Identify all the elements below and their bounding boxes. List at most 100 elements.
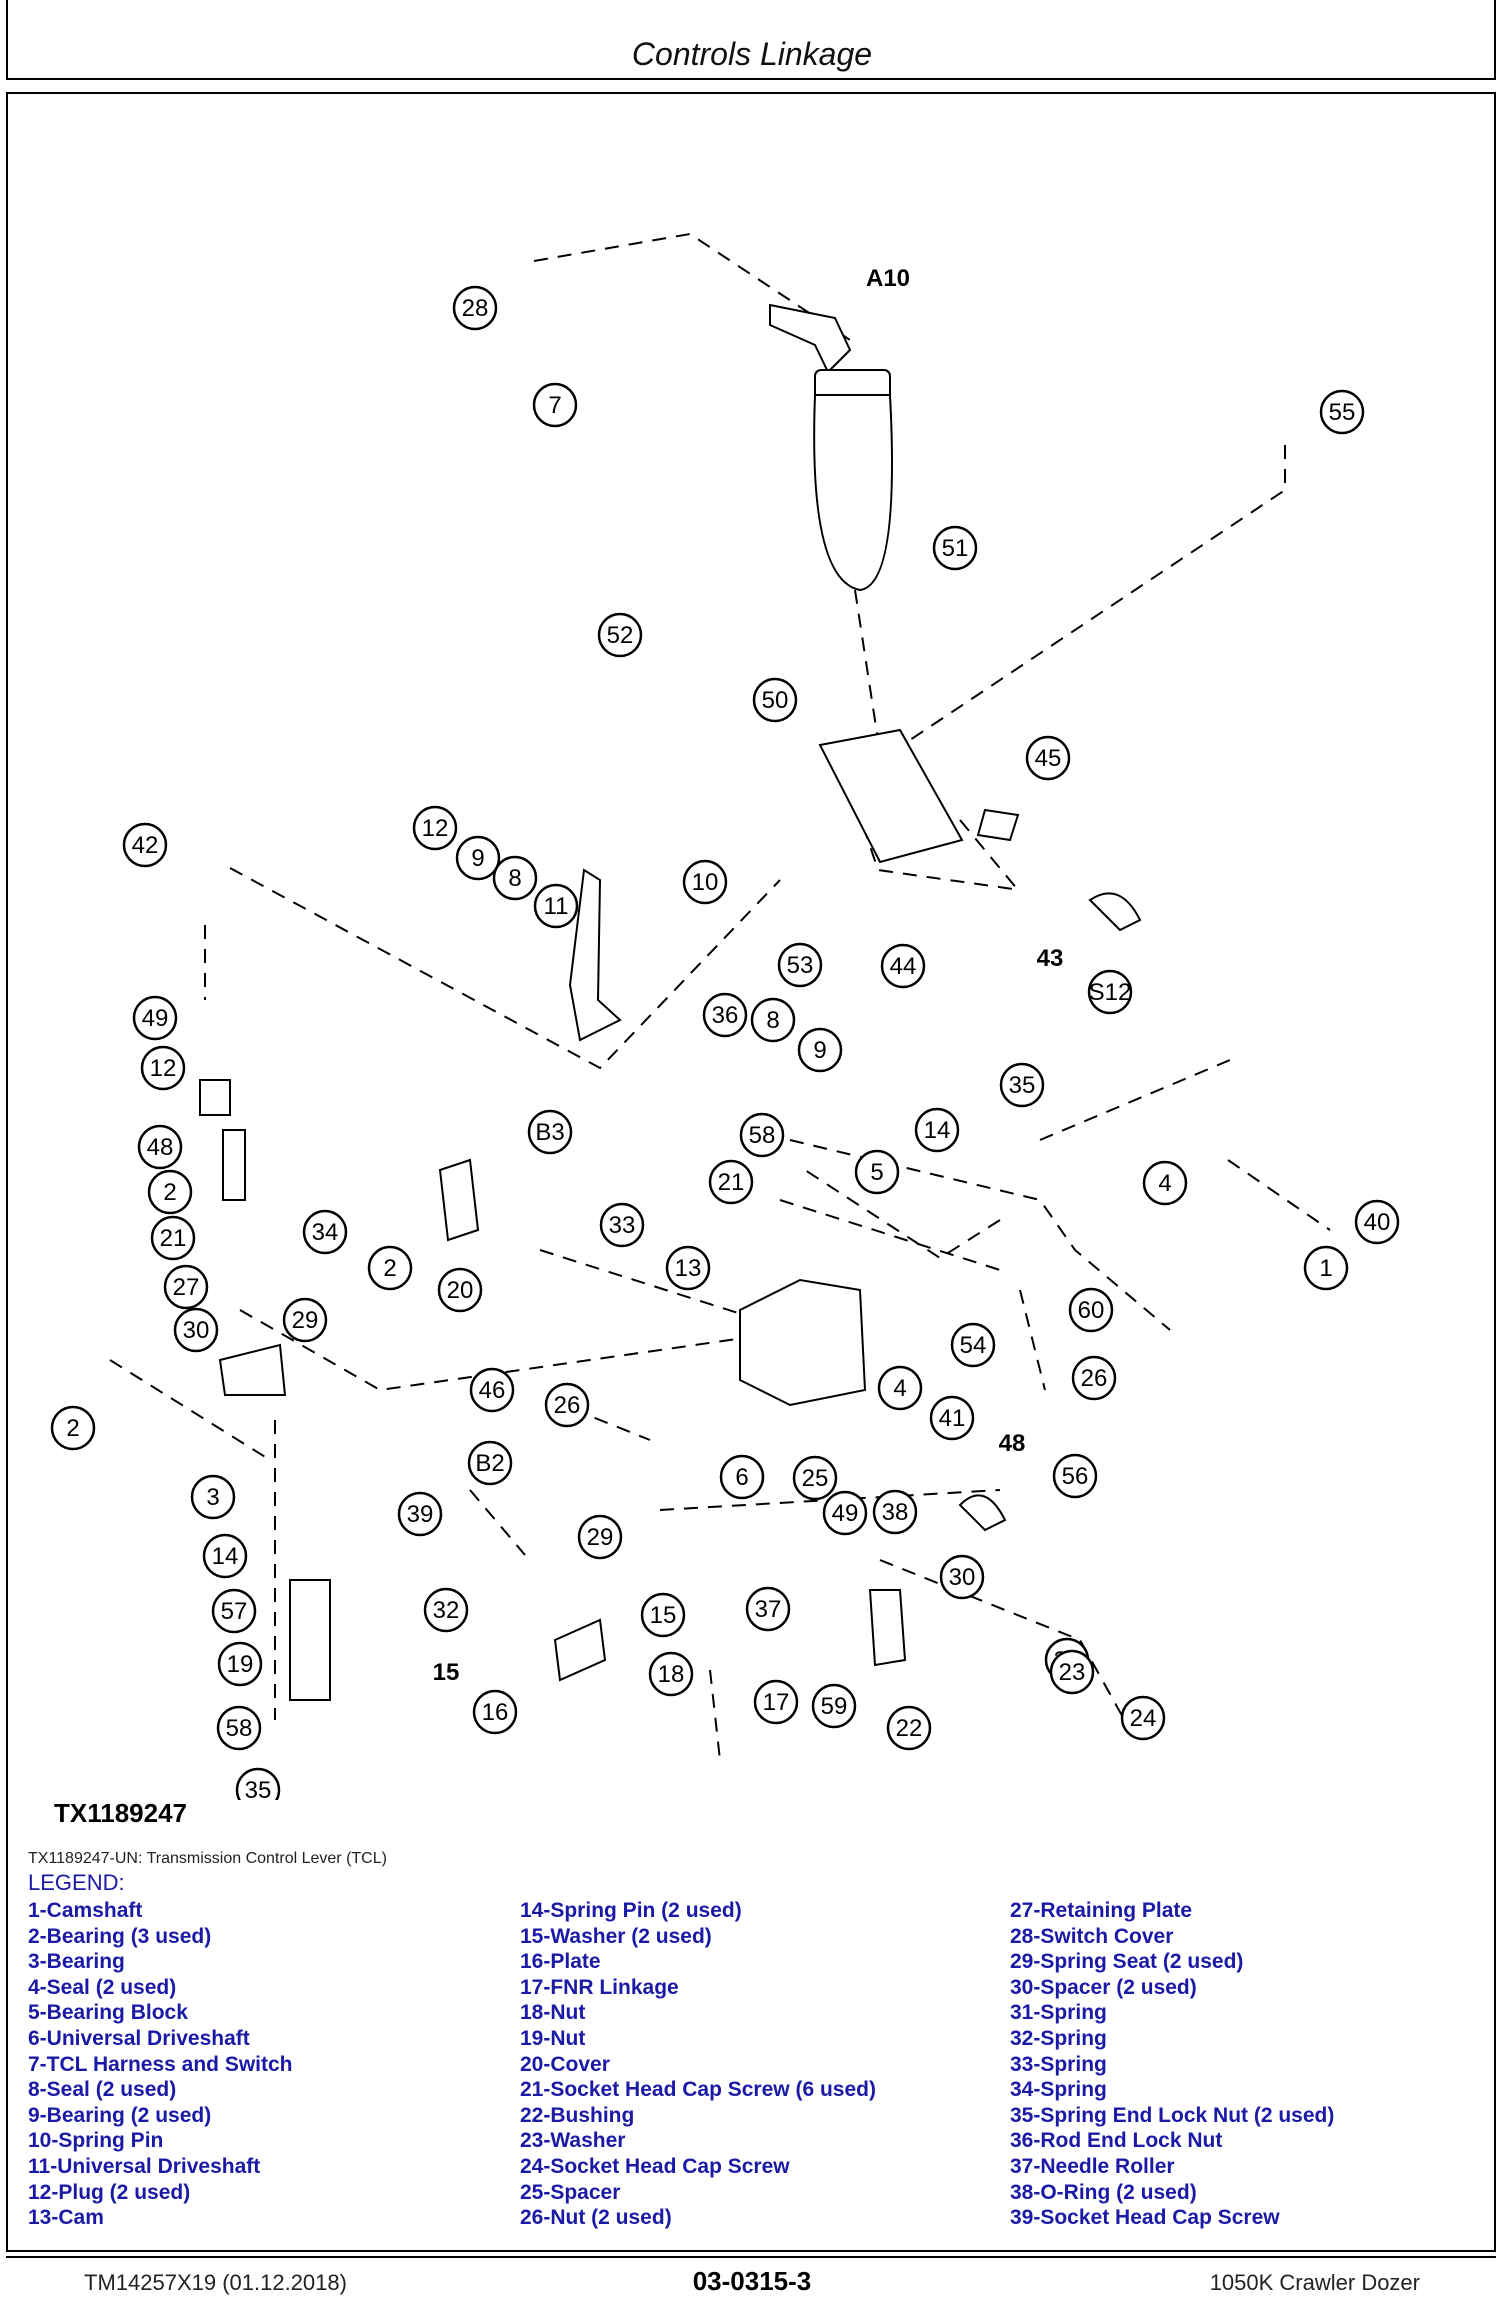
callout-55: 55	[1319, 389, 1365, 435]
callout-39: 39	[397, 1491, 443, 1537]
callout-4: 4	[1142, 1160, 1188, 1206]
svg-text:1: 1	[1319, 1255, 1332, 1282]
callout-29: 29	[282, 1297, 328, 1343]
svg-text:40: 40	[1364, 1209, 1391, 1236]
svg-text:49: 49	[142, 1005, 169, 1032]
callout-48: 48	[137, 1124, 183, 1170]
callout-43: 43	[1037, 945, 1064, 972]
svg-text:41: 41	[939, 1405, 966, 1432]
callout-49: 49	[822, 1490, 868, 1536]
svg-text:48: 48	[147, 1134, 174, 1161]
callout-3: 3	[190, 1474, 236, 1520]
svg-text:27: 27	[173, 1274, 200, 1301]
svg-text:54: 54	[960, 1332, 987, 1359]
callout-40: 40	[1354, 1199, 1400, 1245]
figure-id: TX1189247	[54, 1798, 188, 1828]
legend-item: 32-Spring	[1010, 2026, 1107, 2050]
svg-text:50: 50	[762, 687, 789, 714]
legend-item: 30-Spacer (2 used)	[1010, 1975, 1197, 1999]
callout-58: 58	[739, 1112, 785, 1158]
legend-item: 19-Nut	[520, 2026, 586, 2050]
svg-text:26: 26	[554, 1392, 581, 1419]
svg-text:B3: B3	[535, 1119, 564, 1146]
callout-33: 33	[599, 1202, 645, 1248]
callout-59: 59	[811, 1683, 857, 1729]
legend-item: 12-Plug (2 used)	[28, 2180, 191, 2204]
svg-text:30: 30	[183, 1317, 210, 1344]
callout-20: 20	[437, 1267, 483, 1313]
legend-item: 2-Bearing (3 used)	[28, 1924, 212, 1948]
svg-text:34: 34	[312, 1219, 339, 1246]
svg-text:23: 23	[1059, 1659, 1086, 1686]
callout-45: 45	[1025, 735, 1071, 781]
callout-18: 18	[648, 1651, 694, 1697]
callout-49: 49	[132, 995, 178, 1041]
legend-item: 27-Retaining Plate	[1010, 1899, 1193, 1922]
legend-item: 26-Nut (2 used)	[520, 2206, 672, 2230]
svg-text:4: 4	[1158, 1170, 1171, 1197]
callout-B3: B3	[527, 1109, 573, 1155]
callout-54: 54	[950, 1322, 996, 1368]
callout-B2: B2	[467, 1440, 513, 1486]
callout-9: 9	[797, 1027, 843, 1073]
callout-21: 21	[150, 1215, 196, 1261]
svg-text:52: 52	[607, 622, 634, 649]
callout-26: 26	[544, 1382, 590, 1428]
callout-57: 57	[211, 1588, 257, 1634]
callout-14: 14	[202, 1533, 248, 1579]
svg-text:33: 33	[609, 1212, 636, 1239]
callout-25: 25	[792, 1455, 838, 1501]
callout-37: 37	[745, 1586, 791, 1632]
callout-6: 6	[719, 1454, 765, 1500]
svg-text:56: 56	[1062, 1463, 1089, 1490]
callout-12: 12	[140, 1045, 186, 1091]
legend-item: 20-Cover	[520, 2052, 610, 2076]
svg-text:24: 24	[1130, 1705, 1157, 1732]
callout-15: 15	[433, 1659, 460, 1686]
svg-text:2: 2	[383, 1255, 396, 1282]
page-title: Controls Linkage	[631, 36, 873, 72]
callout-19: 19	[217, 1641, 263, 1687]
callout-38: 38	[872, 1489, 918, 1535]
callout-22: 22	[886, 1705, 932, 1751]
svg-text:4: 4	[893, 1375, 906, 1402]
callout-14: 14	[914, 1107, 960, 1153]
svg-text:58: 58	[226, 1715, 253, 1742]
legend-item: 22-Bushing	[520, 2103, 635, 2127]
legend-item: 28-Switch Cover	[1010, 1924, 1174, 1948]
svg-text:45: 45	[1035, 745, 1062, 772]
legend-item: 29-Spring Seat (2 used)	[1010, 1950, 1244, 1974]
svg-text:12: 12	[422, 815, 449, 842]
callout-30: 30	[939, 1554, 985, 1600]
callout-56: 56	[1052, 1453, 1098, 1499]
callout-29: 29	[577, 1514, 623, 1560]
callout-58: 58	[216, 1705, 262, 1751]
legend-item: 39-Socket Head Cap Screw	[1010, 2206, 1280, 2230]
legend-item: 34-Spring	[1010, 2078, 1107, 2102]
callout-15: 15	[640, 1592, 686, 1638]
callout-50: 50	[752, 677, 798, 723]
svg-text:8: 8	[766, 1007, 779, 1034]
svg-text:A10: A10	[866, 265, 910, 292]
figure-caption: TX1189247-UN: Transmission Control Lever…	[28, 1850, 387, 1867]
svg-text:13: 13	[675, 1255, 702, 1282]
callout-24: 24	[1120, 1695, 1166, 1741]
svg-text:20: 20	[447, 1277, 474, 1304]
svg-text:15: 15	[433, 1659, 460, 1686]
svg-text:30: 30	[949, 1564, 976, 1591]
svg-text:16: 16	[482, 1699, 509, 1726]
svg-text:28: 28	[462, 295, 489, 322]
callout-21: 21	[708, 1159, 754, 1205]
legend-item: 5-Bearing Block	[28, 2001, 188, 2025]
callout-36: 36	[702, 992, 748, 1038]
footer-doc-id: TM14257X19 (01.12.2018)	[84, 2270, 347, 2295]
footer-page-number: 03-0315-3	[692, 2266, 812, 2296]
content-frame	[6, 92, 1496, 2252]
svg-text:14: 14	[212, 1543, 239, 1570]
svg-text:38: 38	[882, 1499, 909, 1526]
svg-text:29: 29	[587, 1524, 614, 1551]
legend-title: LEGEND:	[28, 1870, 125, 1895]
legend-item: 24-Socket Head Cap Screw	[520, 2154, 790, 2178]
svg-text:19: 19	[227, 1651, 254, 1678]
svg-text:35: 35	[245, 1777, 272, 1800]
